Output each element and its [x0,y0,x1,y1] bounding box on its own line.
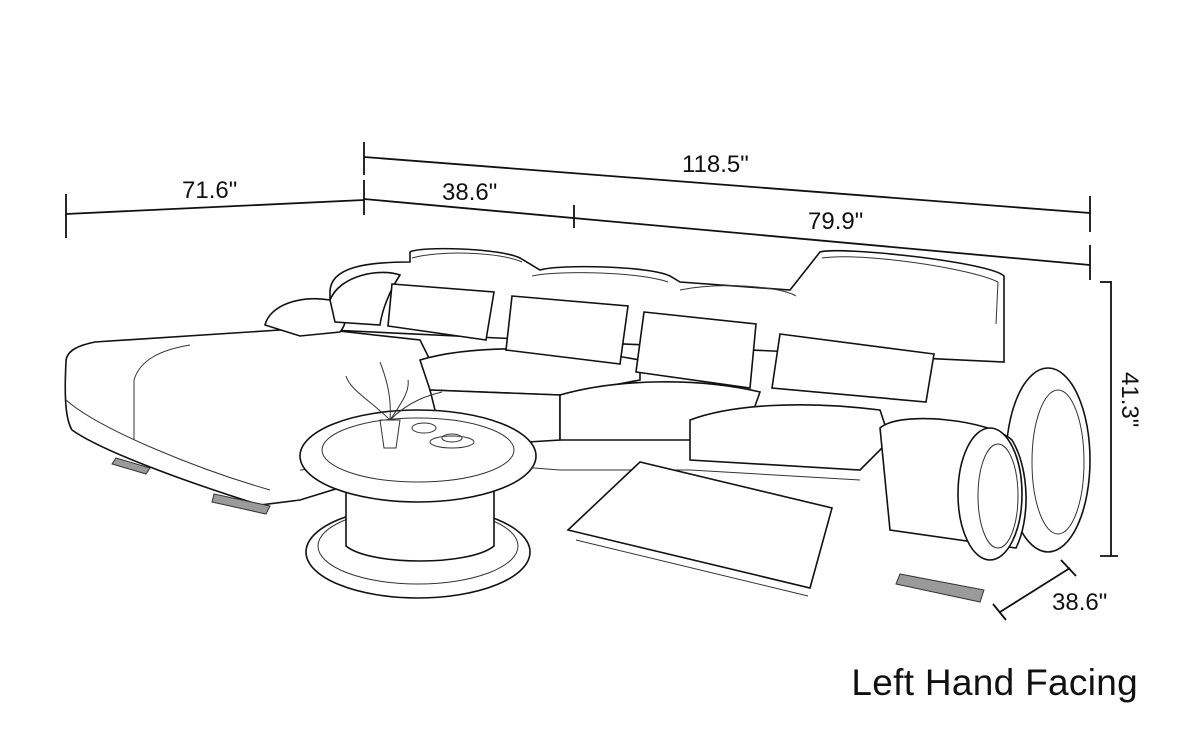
sofa-illustration [64,247,1091,603]
dim-label-depth: 38.6" [1052,589,1107,616]
sofa-foot [111,457,151,475]
dim-label-chaise-width: 71.6" [182,177,237,204]
dim-label-right-section: 79.9" [808,208,863,235]
sofa-foot [895,573,985,603]
dimension-labels: 71.6" 118.5" 38.6" 79.9" 41.3" 38.6" [182,151,1143,616]
sofa-foot [211,493,271,515]
dim-label-height: 41.3" [1116,372,1143,427]
dimension-lines [65,142,1118,621]
dim-label-middle-section: 38.6" [442,179,497,206]
orientation-caption: Left Hand Facing [851,662,1138,703]
coffee-table [299,361,537,599]
dim-label-total-width: 118.5" [682,151,749,178]
